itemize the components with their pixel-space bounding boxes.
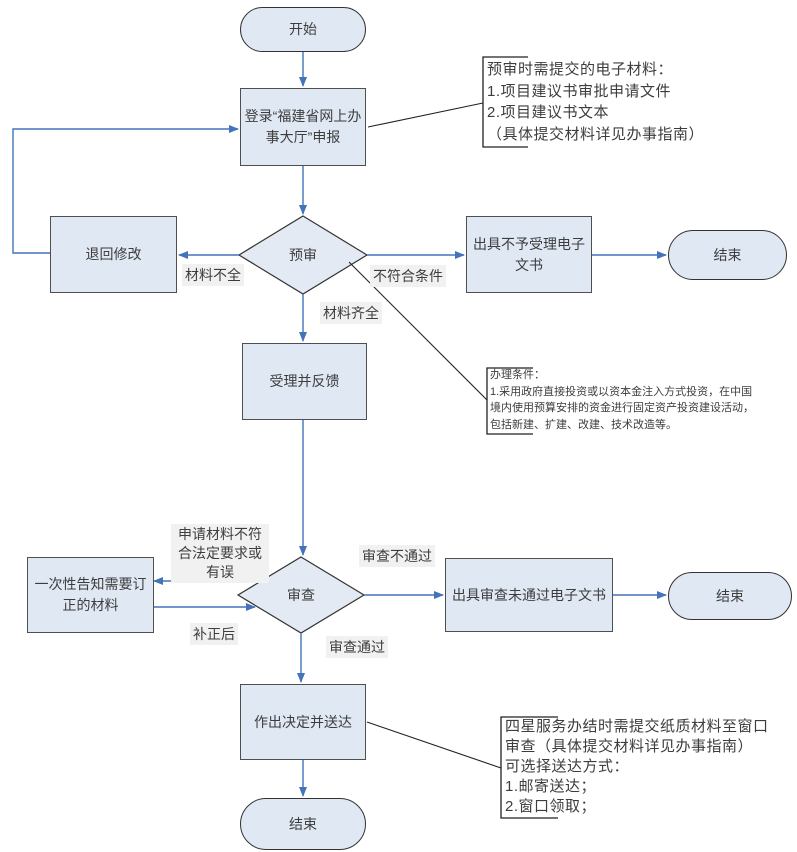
edge-label-after-correction: 补正后 — [190, 623, 238, 645]
node-accept-feedback: 受理并反馈 — [242, 343, 367, 420]
bracket-delivery-note — [500, 716, 558, 819]
edge-label-review-passed: 审查通过 — [326, 636, 388, 658]
node-end-middle: 结束 — [668, 572, 792, 620]
edge-label-not-meet-conditions: 不符合条件 — [370, 265, 446, 287]
note-delivery: 四星服务办结时需提交纸质材料至窗口 审查（具体提交材料详见办事指南） 可选择送达… — [505, 717, 769, 817]
node-end-bottom: 结束 — [240, 798, 366, 850]
node-issue-not-accepted: 出具不予受理电子文书 — [466, 216, 592, 293]
note-line: 2.窗口领取； — [505, 798, 597, 815]
note-line: 境内使用预算安排的资金进行固定资产投资建设活动， — [490, 402, 754, 414]
note-line: 预审时需提交的电子材料： — [487, 61, 674, 78]
node-login: 登录“福建省网上办事大厅”申报 — [240, 88, 366, 166]
edge-label-review-failed: 审查不通过 — [359, 545, 435, 567]
edge-label-materials-incomplete: 材料不全 — [182, 264, 244, 286]
node-start: 开始 — [240, 7, 366, 52]
node-return-revise: 退回修改 — [50, 216, 177, 293]
node-pre-review-label: 预审 — [289, 247, 317, 263]
bracket-pre-review-note — [482, 56, 528, 148]
note-conditions: 办理条件： 1.采用政府直接投资或以资本金注入方式投资，在中国 境内使用预算安排… — [490, 367, 754, 433]
node-decide-deliver: 作出决定并送达 — [240, 684, 366, 760]
note-line: 可选择送达方式： — [505, 758, 630, 775]
node-issue-review-failed: 出具审查未通过电子文书 — [445, 558, 613, 632]
edge-return-to-login-loop — [12, 125, 239, 254]
leader-delivery-note — [366, 721, 502, 769]
note-line: 办理条件： — [490, 369, 545, 381]
edge-label-materials-complete: 材料齐全 — [320, 302, 382, 324]
note-line: 1.邮寄送达； — [505, 778, 597, 795]
note-pre-review-materials: 预审时需提交的电子材料： 1.项目建议书审批申请文件 2.项目建议书文本 （具体… — [487, 59, 704, 145]
node-review-label: 审查 — [287, 587, 315, 603]
note-line: 2.项目建议书文本 — [487, 104, 610, 121]
edge-label-materials-invalid: 申请材料不符合法定要求或有误 — [171, 524, 269, 583]
node-notify-corrections: 一次性告知需要订正的材料 — [27, 557, 154, 633]
note-line: （具体提交材料详见办事指南） — [487, 125, 705, 143]
node-end-top: 结束 — [668, 230, 787, 280]
note-line: 1.项目建议书审批申请文件 — [487, 82, 672, 100]
note-line: 包括新建、扩建、改建、技术改造等。 — [490, 418, 677, 431]
bracket-conditions-note — [486, 367, 533, 435]
note-line: 四星服务办结时需提交纸质材料至窗口 — [505, 718, 769, 735]
leader-login-note — [367, 102, 484, 128]
note-line: 1.采用政府直接投资或以资本金注入方式投资，在中国 — [490, 385, 753, 398]
note-line: 审查（具体提交材料详见办事指南） — [505, 738, 754, 755]
